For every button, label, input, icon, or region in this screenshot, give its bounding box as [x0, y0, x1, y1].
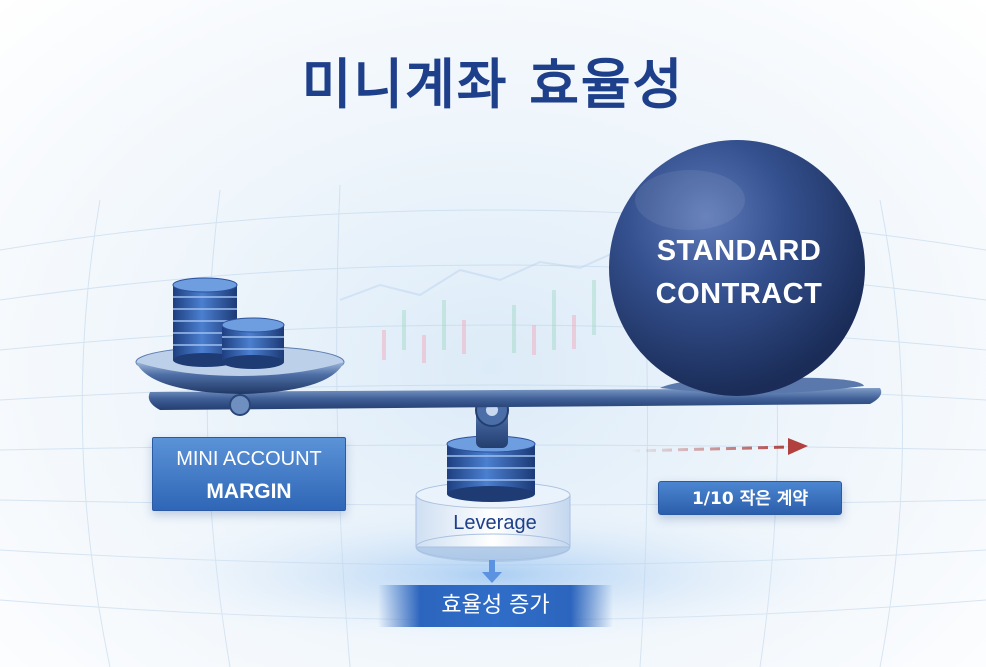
fulcrum-coin-stack	[446, 435, 536, 502]
standard-contract-ball	[609, 140, 865, 396]
mini-label-line1: MINI ACCOUNT	[176, 448, 322, 470]
ball-label-line1: STANDARD	[656, 235, 822, 267]
ball-label-line2: CONTRACT	[655, 278, 823, 310]
margin-coin-stack-short	[221, 317, 285, 369]
mini-label-line2: MARGIN	[206, 480, 292, 503]
smaller-contract-label: 1/10 작은 계약	[658, 481, 842, 515]
arrow-down-icon	[482, 560, 502, 583]
ball-label: STANDARD CONTRACT	[614, 230, 864, 316]
arrow-right-icon	[629, 438, 808, 455]
page-title: 미니계좌 효율성	[301, 53, 685, 116]
leverage-label: Leverage	[453, 512, 537, 534]
efficiency-increase-label: 효율성 증가	[378, 585, 613, 627]
balance-beam	[148, 388, 882, 410]
fulcrum	[415, 393, 571, 562]
candlestick-decoration	[339, 249, 621, 363]
mini-account-margin-label: MINI ACCOUNT MARGIN	[152, 437, 346, 511]
margin-coin-stack-tall	[172, 277, 238, 367]
